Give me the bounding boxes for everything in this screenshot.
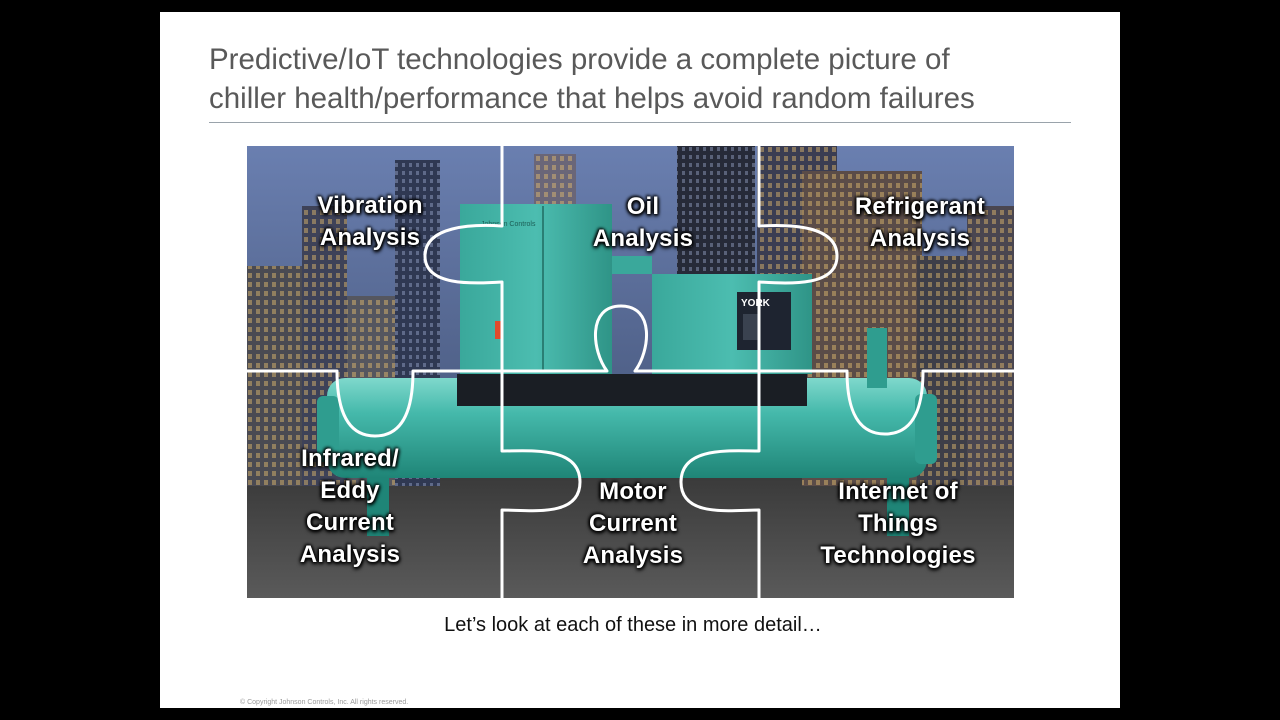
piece-label-line: Refrigerant — [854, 193, 986, 220]
piece-label-line: Technologies — [820, 542, 976, 569]
piece-label-line: Current — [305, 509, 395, 536]
title-divider — [209, 122, 1071, 123]
piece-label-line: Analysis — [592, 225, 694, 252]
puzzle-divider-left-bottom — [500, 369, 582, 598]
piece-refrigerant-analysis: Refrigerant Analysis — [820, 191, 1014, 255]
piece-motor-current-analysis: Motor Current Analysis — [533, 476, 733, 572]
piece-vibration-analysis: Vibration Analysis — [270, 190, 470, 254]
piece-label-line: Eddy — [320, 477, 380, 504]
york-logo: YORK — [741, 298, 771, 309]
piece-label-line: Analysis — [299, 541, 401, 568]
slide: Predictive/IoT technologies provide a co… — [160, 12, 1120, 708]
copyright-notice: © Copyright Johnson Controls, Inc. All r… — [240, 699, 409, 706]
jc-logo: Johnson Controls — [481, 221, 536, 228]
puzzle-divider-right-top — [757, 146, 839, 373]
piece-label-line: Motor — [599, 478, 667, 505]
title-line-1: Predictive/IoT technologies provide a co… — [209, 43, 950, 76]
puzzle-figure: Johnson Controls YORK Vibration — [247, 146, 1014, 598]
puzzle-divider-horizontal — [247, 304, 1014, 438]
piece-label-line: Current — [588, 510, 678, 537]
piece-label-line: Infrared/ — [301, 445, 399, 472]
piece-internet-of-things-technologies: Internet of Things Technologies — [798, 476, 998, 572]
puzzle-lines — [247, 146, 1014, 598]
title-line-2: chiller health/performance that helps av… — [209, 82, 975, 115]
control-cabinet — [460, 204, 612, 374]
piece-label-line: Analysis — [319, 224, 421, 251]
piece-infrared-eddy-current-analysis: Infrared/ Eddy Current Analysis — [250, 443, 450, 571]
piece-label-line: Analysis — [582, 542, 684, 569]
puzzle-divider-left-top — [423, 146, 504, 373]
piece-label-line: Things — [858, 510, 938, 537]
piece-oil-analysis: Oil Analysis — [543, 191, 743, 255]
piece-label-line: Internet of — [838, 478, 958, 505]
piece-label-line: Oil — [626, 193, 660, 220]
piece-label-line: Vibration — [317, 192, 423, 219]
chiller-unit: Johnson Controls YORK — [317, 204, 937, 536]
slide-title: Predictive/IoT technologies provide a co… — [209, 40, 1089, 118]
piece-label-line: Analysis — [869, 225, 971, 252]
slide-caption: Let’s look at each of these in more deta… — [444, 614, 822, 636]
chiller-puzzle-image: Johnson Controls YORK — [247, 146, 1014, 598]
puzzle-divider-right-bottom — [679, 369, 761, 598]
